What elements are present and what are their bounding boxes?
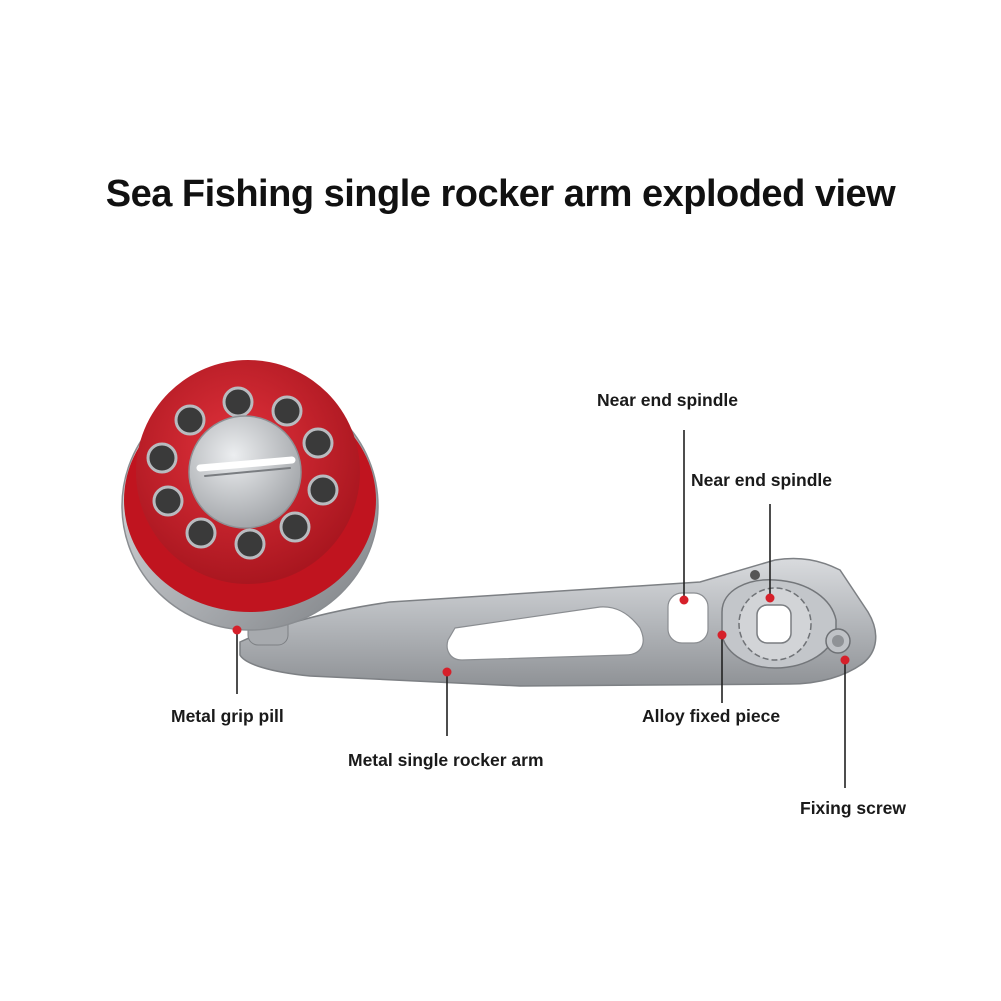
marker-near-end-spindle-1 [679,595,689,605]
page-title: Sea Fishing single rocker arm exploded v… [105,173,896,215]
marker-near-end-spindle-2 [765,593,775,603]
label-metal-grip-pill: Metal grip pill [171,706,284,726]
fixing-screw-shape [825,628,851,654]
label-near-end-spindle-1: Near end spindle [597,390,739,410]
alloy-fixed-piece-shape [721,579,837,669]
marker-alloy-fixed-piece [717,630,727,640]
leader-lines [236,430,846,788]
label-fixing-screw: Fixing screw [800,798,907,818]
marker-fixing-screw [840,655,850,665]
marker-metal-single-rocker-arm [442,667,452,677]
rocker-arm [239,557,877,687]
marker-metal-grip-pill [232,625,242,635]
label-near-end-spindle-2: Near end spindle [691,470,833,490]
label-alloy-fixed-piece: Alloy fixed piece [642,706,781,726]
metal-grip-knob [121,360,379,631]
red-markers [232,593,850,677]
knob-holes [146,386,339,560]
label-metal-single-rocker-arm: Metal single rocker arm [348,750,544,770]
